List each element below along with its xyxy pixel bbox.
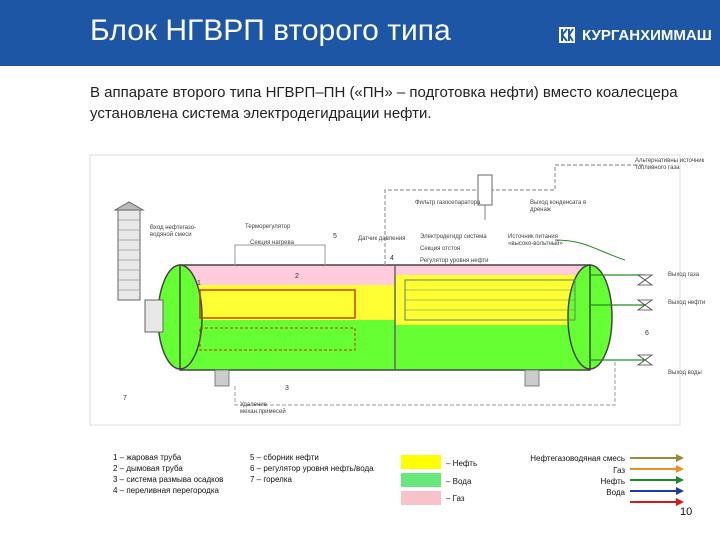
company-logo: КУРГАНХИММАШ: [558, 26, 712, 44]
marker-5: 5: [333, 233, 337, 240]
label-sediment-out: Удаление механ.примесей: [240, 402, 286, 415]
vessel-diagram: 1 2 3 4 5 6 7: [89, 154, 681, 426]
marker-2: 2: [295, 273, 299, 280]
label-heating-section: Секция нагрева: [250, 240, 294, 246]
page-title: Блок НГВРП второго типа: [90, 14, 451, 47]
flow-label-water: Вода: [606, 488, 625, 497]
arrow-gas: [630, 465, 684, 473]
fire-tube: [199, 289, 356, 319]
legend-item: 5 – сборник нефти: [250, 453, 319, 462]
swatch-oil: [401, 455, 441, 469]
logo-mark-icon: [559, 27, 575, 43]
legend-item: 4 – переливная перегородка: [113, 486, 219, 495]
label-thermoregulator: Терморегулятор: [245, 224, 291, 230]
header-bar: Блок НГВРП второго типа КУРГАНХИММАШ: [0, 0, 720, 66]
label-level-sensor: Датчик давления: [358, 236, 406, 242]
logo-text: КУРГАНХИММАШ: [582, 26, 712, 44]
valve-icon: [636, 274, 654, 366]
swatch-oil-label: – Нефть: [446, 459, 478, 468]
legend-item: 1 – жаровая труба: [113, 453, 182, 462]
heating-pipe: [234, 244, 326, 265]
flow-arrows: [630, 454, 684, 506]
label-electro-system: Электродегидр система: [420, 234, 487, 240]
marker-3: 3: [285, 385, 289, 392]
legend-item: 7 – горелка: [250, 475, 292, 484]
parts-legend-col2: 5 – сборник нефти 6 – регулятор уровня н…: [250, 452, 374, 485]
chimney: [117, 209, 141, 301]
oil-sensor-line: [554, 239, 626, 261]
swatch-water: [401, 473, 441, 487]
electrode-grid: [404, 279, 576, 321]
swatch-water-label: – Вода: [446, 477, 472, 486]
label-heat-source: Источник питания «высоко-вольтный»: [508, 234, 563, 247]
label-oil-out: Выход нефти: [668, 300, 706, 306]
legend-item: 3 – система размыва осадков: [113, 475, 224, 484]
drain-pipe: [234, 360, 616, 406]
label-gas-out: Выход газа: [668, 272, 700, 278]
swatch-gas: [401, 491, 441, 505]
chimney-cap: [113, 201, 145, 211]
label-water-out: Выход воды: [668, 370, 702, 376]
swatch-gas-label: – Газ: [446, 494, 465, 503]
arrow-water: [630, 487, 684, 495]
label-alt-gas: Альтернативны источник топливного газа: [635, 158, 705, 171]
smoke-tube: [199, 327, 356, 351]
arrow-red: [630, 498, 684, 506]
flow-label-oil: Нефть: [600, 477, 625, 486]
arrow-mixture: [630, 454, 684, 462]
intro-paragraph: В аппарате второго типа НГВРП–ПН («ПН» –…: [90, 84, 678, 122]
gas-pipe: [384, 164, 645, 265]
page-number: 10: [680, 506, 693, 518]
gas-filter: [477, 174, 493, 206]
vessel-body: [157, 264, 613, 371]
burner: [144, 299, 164, 333]
parts-legend-col1: 1 – жаровая труба 2 – дымовая труба 3 – …: [113, 452, 223, 496]
label-gas-filter: Фильтр газосепаратора: [415, 200, 481, 206]
marker-7: 7: [123, 395, 127, 402]
flow-label-mixture: Нефтегазоводяная смесь: [530, 454, 625, 463]
legend-item: 2 – дымовая труба: [113, 464, 183, 473]
legend-item: 6 – регулятор уровня нефть/вода: [250, 464, 374, 473]
marker-6: 6: [645, 330, 649, 337]
label-settling-section: Секция отстоя: [420, 246, 461, 252]
arrow-oil: [630, 476, 684, 484]
label-water-level-reg: Регулятор уровня нефти: [420, 258, 489, 264]
flow-label-gas: Газ: [613, 466, 625, 475]
marker-1: 1: [197, 280, 201, 287]
marker-4: 4: [390, 255, 394, 262]
label-mixture-in: Вход нефтегазо-водяной смеси: [150, 225, 197, 238]
label-condensate-out: Выход конденсата в дренаж: [530, 200, 587, 213]
